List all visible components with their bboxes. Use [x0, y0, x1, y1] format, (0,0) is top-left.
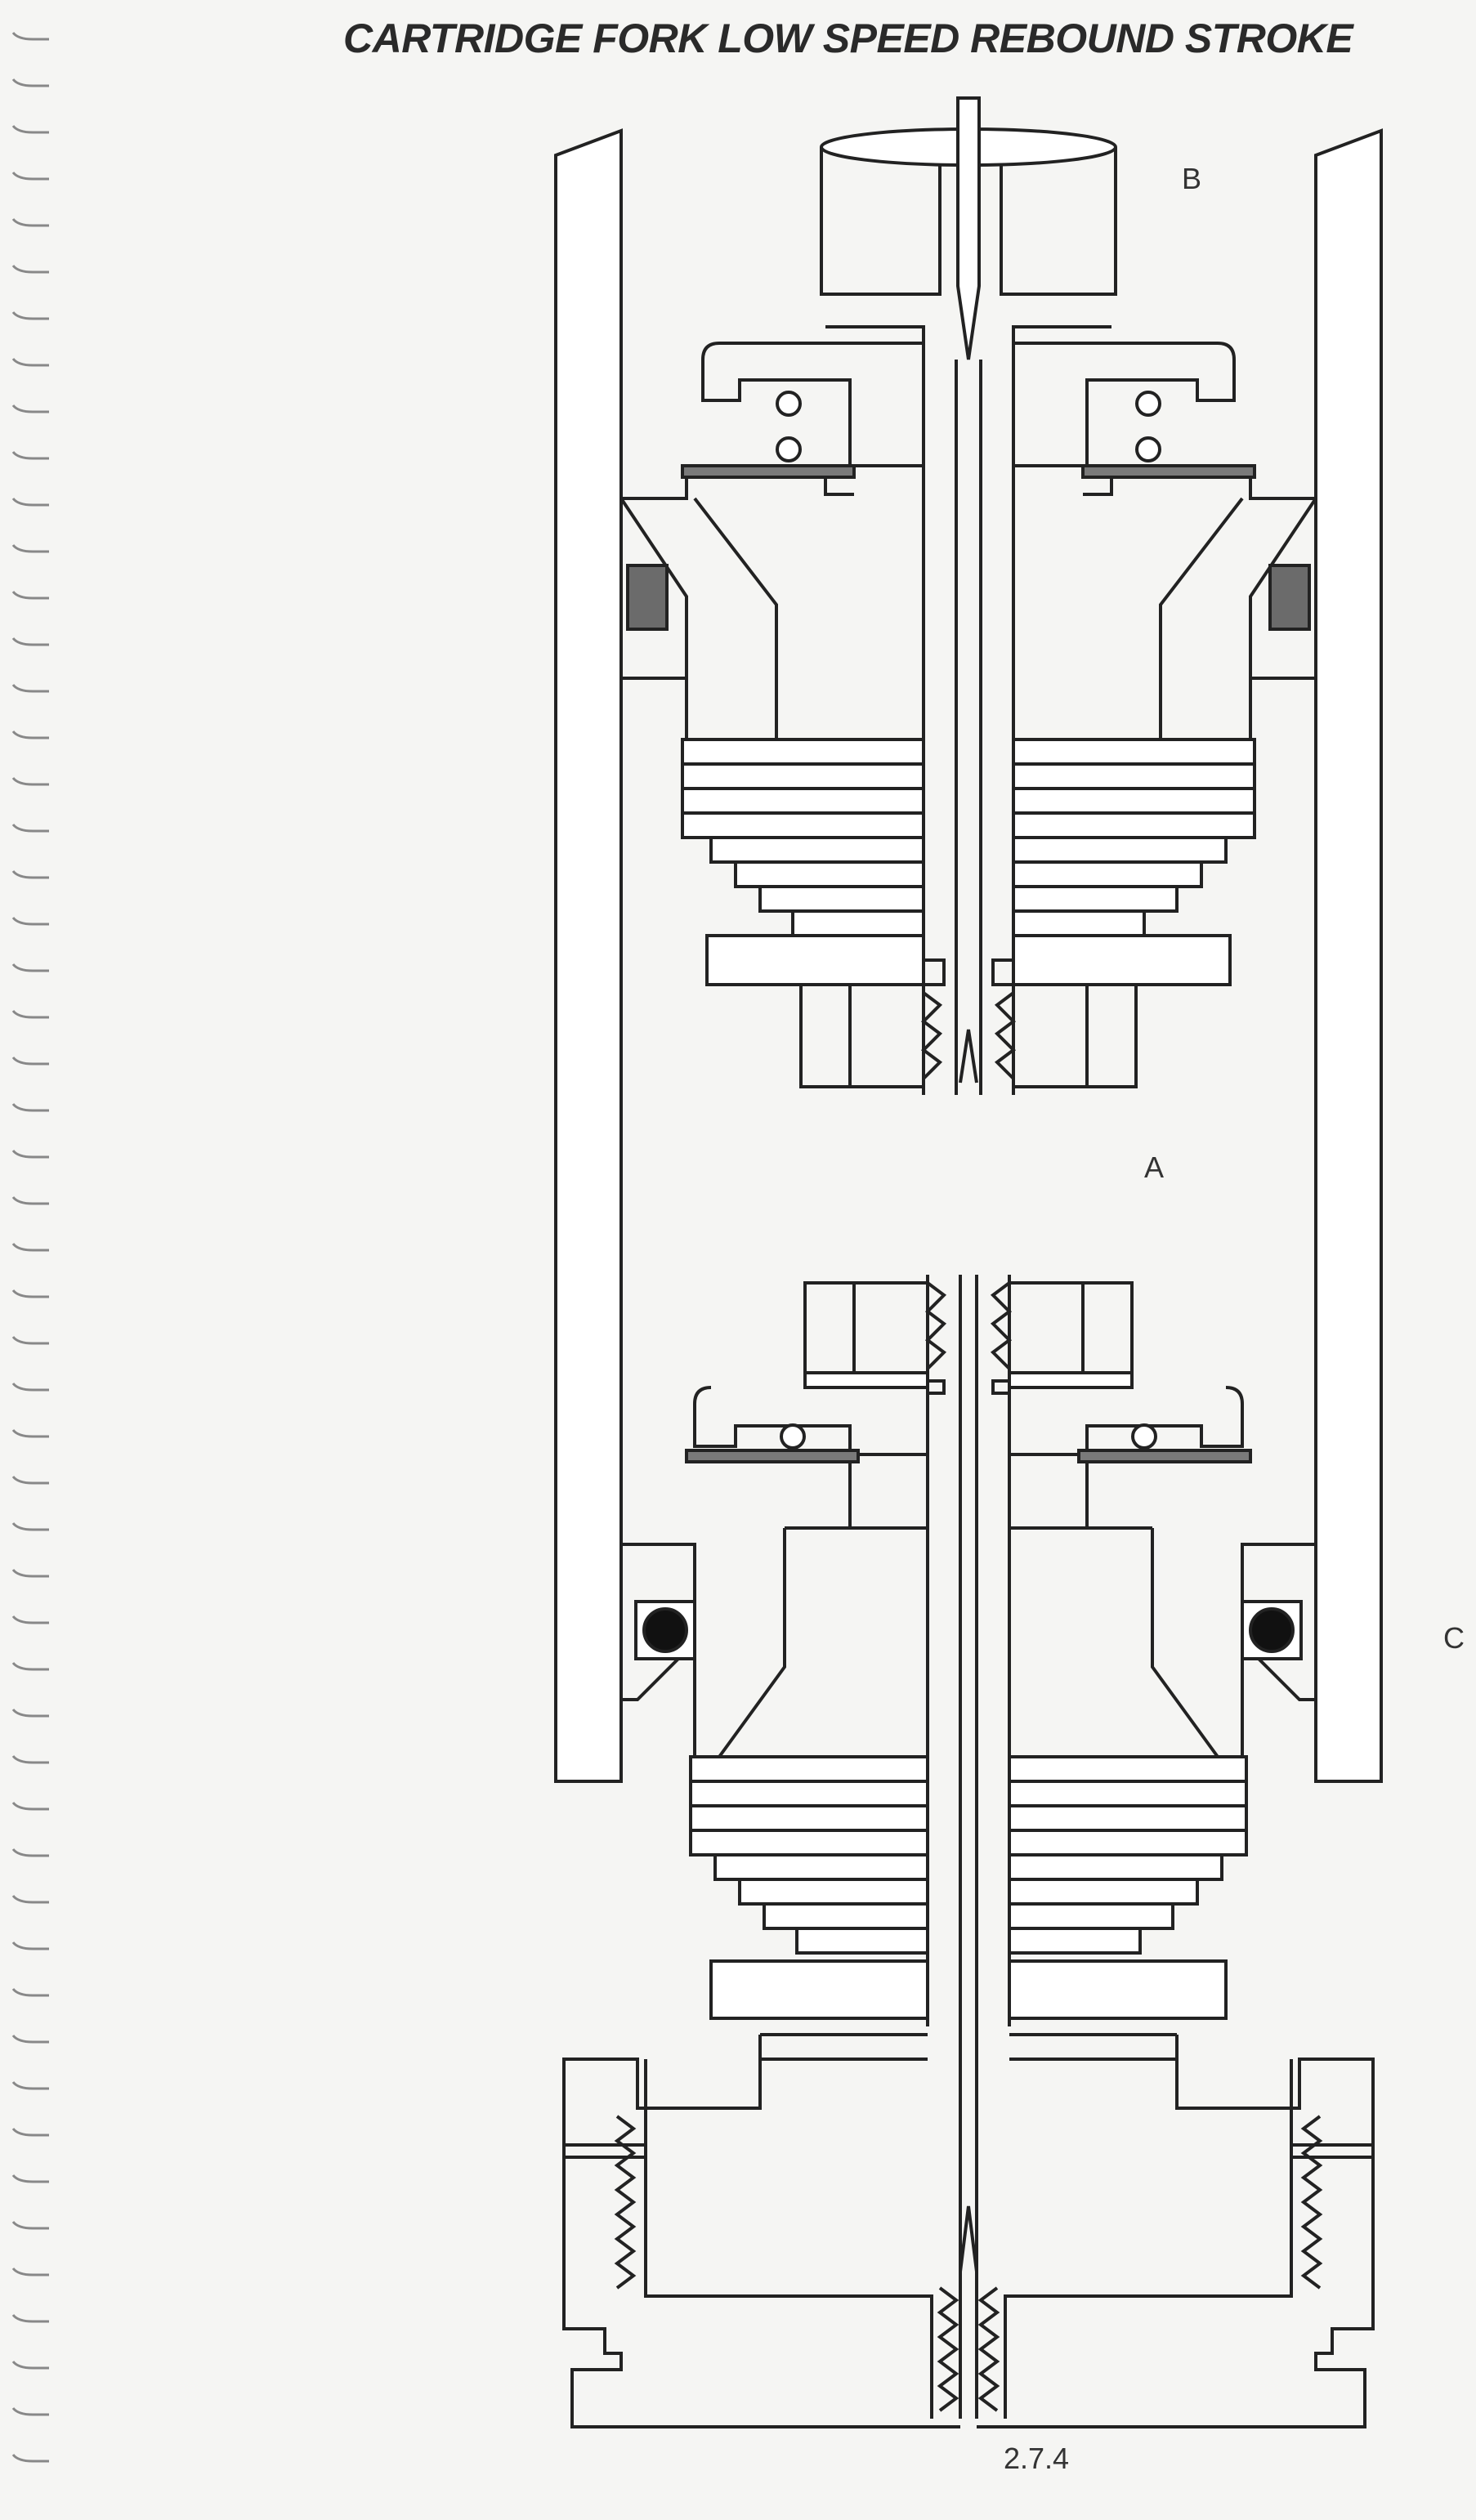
binding-mark — [11, 1755, 49, 1764]
binding-mark — [11, 1895, 49, 1904]
binding-mark — [11, 404, 49, 413]
binding-mark — [11, 1522, 49, 1531]
binding-mark — [11, 1569, 49, 1578]
binding-mark — [11, 1429, 49, 1438]
binding-mark — [11, 2174, 49, 2183]
central-rod-bottom — [959, 1275, 978, 2419]
binding-mark — [11, 684, 49, 693]
spiral-binding-marks — [11, 32, 49, 2463]
lower-piston-right — [990, 1275, 1316, 2026]
thread-bottom-left-outer — [614, 2115, 637, 2290]
binding-mark — [11, 1615, 49, 1624]
binding-mark — [11, 1196, 49, 1205]
binding-mark — [11, 218, 49, 227]
thread-lower-right-top — [990, 1281, 1013, 1370]
binding-mark — [11, 1010, 49, 1019]
page-title: CARTRIDGE FORK LOW SPEED REBOUND STROKE — [343, 16, 1353, 61]
left-outer-tube — [554, 128, 623, 1783]
binding-mark — [11, 2081, 49, 2090]
thread-bottom-right-inner — [977, 2286, 1000, 2412]
figure-number: 2.7.4 — [1004, 2442, 1070, 2475]
needle-bottom — [959, 1029, 978, 1084]
label-b: B — [1182, 162, 1202, 195]
binding-mark — [11, 1057, 49, 1066]
right-outer-tube — [1314, 128, 1383, 1783]
binding-mark — [11, 1941, 49, 1950]
binding-mark — [11, 1709, 49, 1718]
needle-top — [956, 96, 981, 360]
thread-upper-right — [994, 991, 1017, 1080]
binding-mark — [11, 870, 49, 879]
binding-mark — [11, 1103, 49, 1112]
binding-mark — [11, 1383, 49, 1392]
label-a: A — [1144, 1151, 1165, 1184]
binding-mark — [11, 824, 49, 833]
binding-mark — [11, 1243, 49, 1252]
binding-mark — [11, 731, 49, 739]
bottom-fitting — [562, 2033, 1375, 2428]
binding-mark — [11, 2314, 49, 2323]
thread-bottom-right-outer — [1300, 2115, 1323, 2290]
binding-mark — [11, 1150, 49, 1159]
lower-piston-left — [621, 1275, 947, 2026]
thread-bottom-left-inner — [937, 2286, 959, 2412]
binding-mark — [11, 78, 49, 87]
thread-lower-left-top — [924, 1281, 947, 1370]
binding-mark — [11, 1802, 49, 1811]
binding-mark — [11, 172, 49, 181]
binding-mark — [11, 917, 49, 926]
needle-lower — [959, 2205, 978, 2272]
label-c: C — [1443, 1621, 1465, 1655]
binding-mark — [11, 1289, 49, 1298]
binding-mark — [11, 311, 49, 320]
binding-mark — [11, 1988, 49, 1997]
binding-mark — [11, 125, 49, 134]
upper-piston-right — [991, 325, 1317, 1095]
upper-piston-left — [619, 325, 946, 1095]
binding-mark — [11, 358, 49, 367]
binding-mark — [11, 777, 49, 786]
binding-mark — [11, 963, 49, 972]
binding-mark — [11, 544, 49, 553]
binding-mark — [11, 451, 49, 460]
binding-mark — [11, 1476, 49, 1485]
binding-mark — [11, 1336, 49, 1345]
binding-mark — [11, 2221, 49, 2230]
central-rod-top — [955, 360, 982, 1095]
binding-mark — [11, 1848, 49, 1857]
binding-mark — [11, 2035, 49, 2044]
thread-upper-left — [920, 991, 943, 1080]
binding-mark — [11, 591, 49, 600]
binding-mark — [11, 2128, 49, 2137]
binding-mark — [11, 498, 49, 507]
binding-mark — [11, 2268, 49, 2276]
binding-mark — [11, 32, 49, 41]
binding-mark — [11, 265, 49, 274]
binding-mark — [11, 2454, 49, 2463]
binding-mark — [11, 2361, 49, 2370]
binding-mark — [11, 1662, 49, 1671]
binding-mark — [11, 637, 49, 646]
binding-mark — [11, 2407, 49, 2416]
